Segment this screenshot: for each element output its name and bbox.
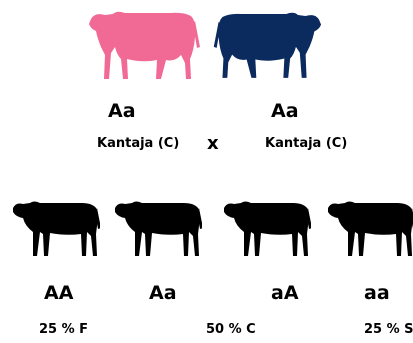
offspring-calf-2 [112,197,202,259]
offspring-calf-3 [221,197,311,259]
parent-1-status: Kantaja (C) [97,136,179,151]
calf-icon [10,197,100,259]
parent-2-genotype: Aa [271,100,299,122]
parent-cow-1 [86,7,208,82]
parent-2-status: Kantaja (C) [265,136,347,151]
offspring-calf-4 [325,197,413,259]
calf-icon [221,197,311,259]
ratio-homozygous-recessive: 25 % S [364,322,413,337]
ratio-homozygous-dominant: 25 % F [39,322,88,337]
offspring-calf-1 [10,197,100,259]
calf-icon [325,197,413,259]
offspring-3-genotype: aA [271,282,299,304]
cross-symbol: x [207,133,219,154]
ratio-carrier: 50 % C [206,322,256,337]
cow-icon [86,7,208,82]
cow-icon [207,7,323,82]
offspring-2-genotype: Aa [149,282,177,304]
offspring-1-genotype: AA [44,282,73,304]
calf-icon [112,197,202,259]
parent-1-genotype: Aa [108,100,136,122]
parent-cow-2 [207,7,323,82]
offspring-4-genotype: aa [364,282,390,304]
